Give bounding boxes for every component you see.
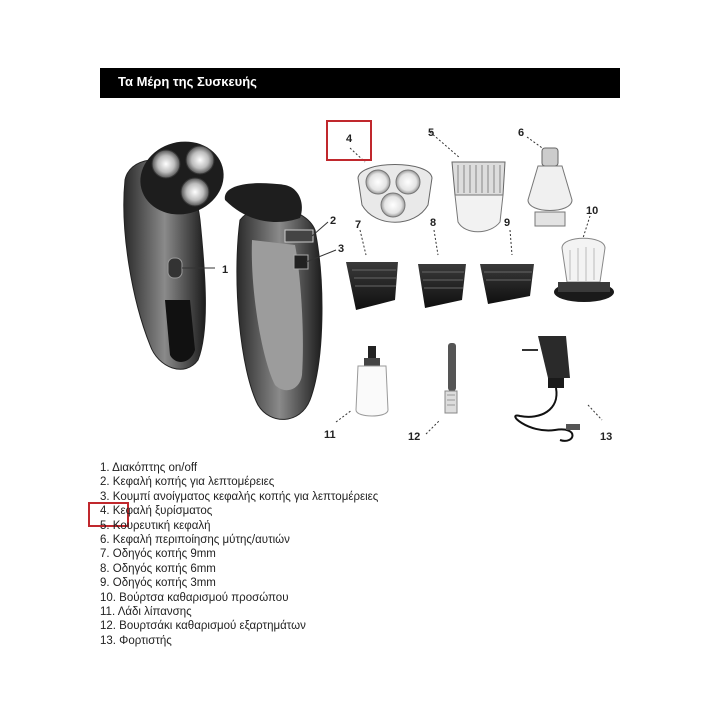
callout-2: 2 <box>330 215 336 227</box>
comb-3mm <box>480 229 534 304</box>
parts-list: 1. Διακόπτης on/off 2. Κεφαλή κοπής για … <box>100 461 378 648</box>
list-item: 1. Διακόπτης on/off <box>100 462 198 474</box>
list-item: 5. Κουρευτική κεφαλή <box>100 519 211 532</box>
section-title: Τα Μέρη της Συσκευής <box>118 74 257 89</box>
shaver-side <box>224 183 337 420</box>
list-item: 8. Οδηγός κοπής 6mm <box>100 562 216 575</box>
callout-11: 11 <box>324 429 336 441</box>
comb-6mm <box>418 229 466 308</box>
list-item: 11. Λάδι λίπανσης <box>100 606 192 619</box>
callout-8: 8 <box>430 217 436 229</box>
callout-13: 13 <box>600 431 612 443</box>
section-header: Τα Μέρη της Συσκευής <box>100 68 620 98</box>
nose-ear-head <box>526 136 573 227</box>
list-item: 2. Κεφαλή κοπής για λεπτομέρειες <box>100 476 275 489</box>
callout-12: 12 <box>408 431 420 443</box>
trimmer-head <box>429 131 506 233</box>
callout-7: 7 <box>355 219 361 231</box>
list-item: 3. Κουμπί ανοίγματος κεφαλής κοπής για λ… <box>100 490 379 503</box>
callout-6: 6 <box>518 127 524 139</box>
list-item: 12. Βουρτσάκι καθαρισμού εξαρτημάτων <box>100 620 306 633</box>
callout-3: 3 <box>338 243 344 255</box>
callout-5: 5 <box>428 127 434 139</box>
list-item: 9. Οδηγός κοπής 3mm <box>100 577 216 590</box>
oil-bottle <box>335 346 389 423</box>
list-item: 7. Οδηγός κοπής 9mm <box>100 548 216 561</box>
list-item: 10. Βούρτσα καθαρισμού προσώπου <box>100 591 289 604</box>
list-item: 13. Φορτιστής <box>100 634 172 647</box>
face-brush <box>554 215 614 302</box>
charger <box>514 336 603 442</box>
callout-10: 10 <box>586 205 598 217</box>
list-item: 4. Κεφαλή ξυρίσματος <box>100 505 213 518</box>
highlight-box-list-item-4 <box>88 502 129 527</box>
cleaning-brush <box>425 343 458 435</box>
shaver-front <box>123 141 224 370</box>
comb-9mm <box>346 229 398 310</box>
callout-4: 4 <box>346 133 353 145</box>
highlight-box-part-4 <box>326 120 372 161</box>
callout-9: 9 <box>504 217 510 229</box>
list-item: 6. Κεφαλή περιποίησης μύτης/αυτιών <box>100 534 290 547</box>
callout-1: 1 <box>222 264 228 276</box>
